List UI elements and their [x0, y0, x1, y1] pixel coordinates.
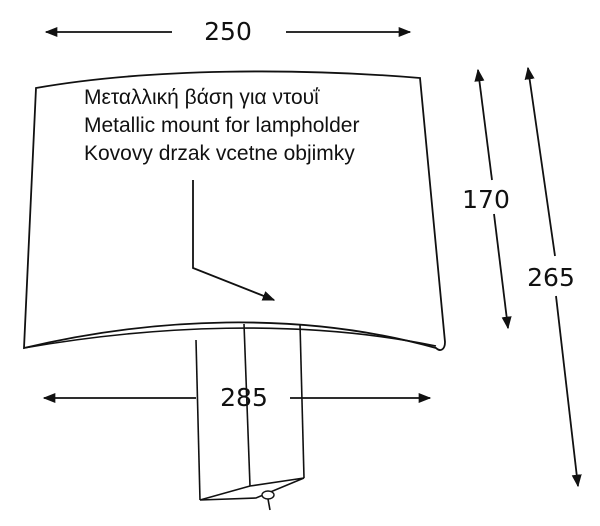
- bracket-bottom: [199, 477, 305, 501]
- shade-outline: [23, 70, 446, 351]
- switch-cord: [267, 498, 271, 511]
- lamp-shade: [23, 70, 446, 351]
- total-height-arrow-up: [524, 66, 556, 257]
- bracket-right-edge: [299, 323, 305, 479]
- shade-height-dimension: 170: [462, 68, 512, 330]
- note-greek: Μεταλλική βάση για ντουΐ: [84, 86, 320, 109]
- bracket-center-edge: [243, 323, 251, 487]
- bracket-left-edge: [195, 339, 201, 501]
- total-height-label: 265: [527, 263, 575, 292]
- shade-height-arrow-up: [474, 68, 493, 181]
- mount-leader-arrow: [192, 180, 276, 301]
- top-width-label: 250: [204, 17, 252, 46]
- shade-inner-rim: [23, 327, 437, 349]
- top-width-dimension: 250: [44, 17, 412, 46]
- shade-height-label: 170: [462, 185, 510, 214]
- bottom-width-label: 285: [220, 383, 268, 412]
- note-english: Metallic mount for lampholder: [84, 114, 359, 137]
- bottom-width-dimension: 285: [42, 383, 432, 412]
- switch-knob: [261, 490, 275, 500]
- total-height-dimension: 265: [524, 66, 582, 488]
- wall-bracket: [195, 323, 305, 511]
- shade-height-arrow-down: [493, 213, 512, 330]
- note-block: Μεταλλική βάση για ντουΐ Metallic mount …: [84, 86, 359, 165]
- total-height-arrow-down: [555, 295, 582, 488]
- note-czech: Kovovy drzak vcetne objimky: [84, 142, 355, 165]
